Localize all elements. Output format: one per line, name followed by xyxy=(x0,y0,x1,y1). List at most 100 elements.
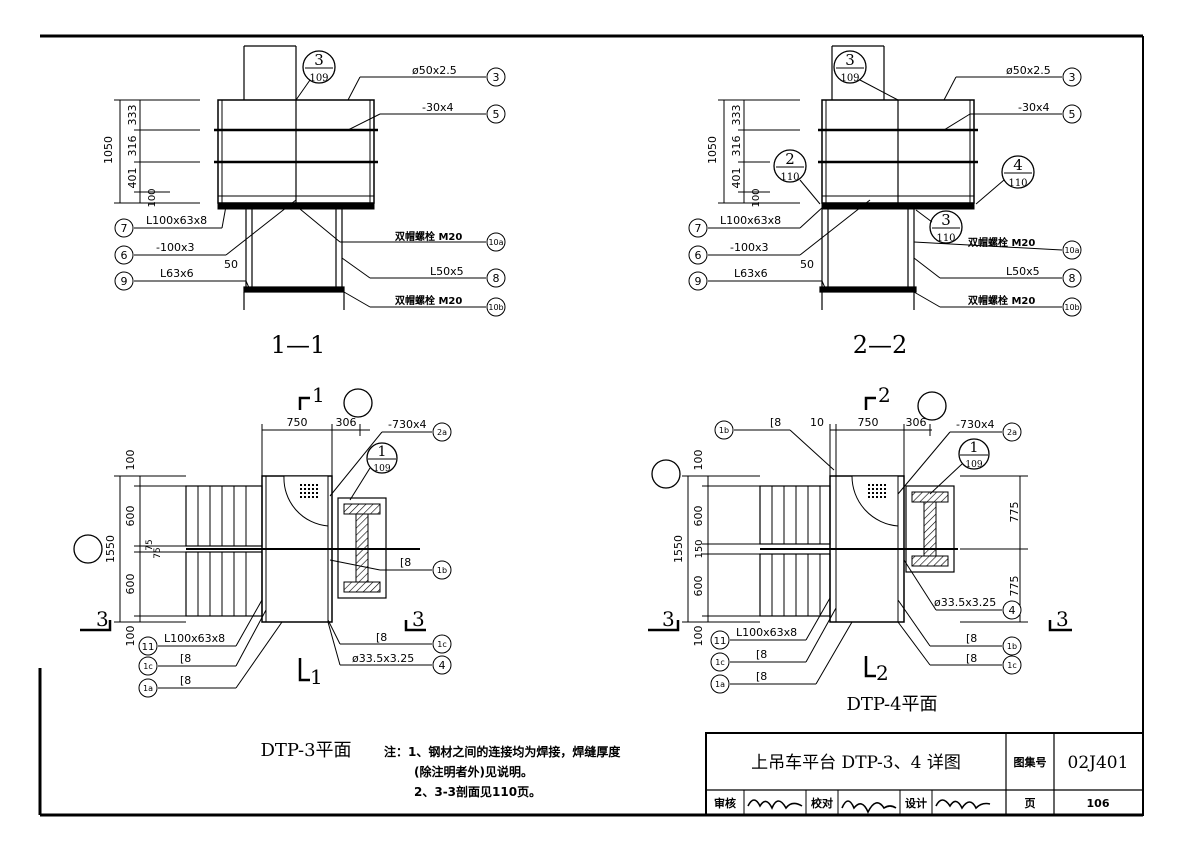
dim-4: 100 xyxy=(147,188,158,207)
callout-channel: [8 xyxy=(376,631,387,644)
callout-plate: -730x4 xyxy=(388,418,426,431)
dim-4: 100 xyxy=(751,188,762,207)
dim-total: 1550 xyxy=(104,535,117,563)
ref-page: 109 xyxy=(309,73,328,84)
tag-icon: 10a xyxy=(488,238,503,247)
signature-icon xyxy=(747,799,803,810)
dim-v: 100 xyxy=(692,626,705,647)
tag-icon: 10a xyxy=(1064,246,1079,255)
section-title: 2—2 xyxy=(853,331,908,359)
callout-channel: [8 xyxy=(400,556,411,569)
callout-pipe: ø33.5x3.25 xyxy=(934,596,996,609)
cut-label: 3 xyxy=(1056,607,1069,631)
callout-angle: L100x63x8 xyxy=(736,626,797,639)
signature-icon xyxy=(841,800,897,814)
note-line: 注：1、钢材之间的连接均为焊接，焊缝厚度 xyxy=(384,744,621,759)
tag-icon: 8 xyxy=(1069,272,1076,285)
plan-dtp-3: 1 1 3 3 xyxy=(73,383,452,761)
callout-channel: [8 xyxy=(770,416,781,429)
ref-number: 1 xyxy=(378,444,387,460)
dim-total: 1050 xyxy=(102,136,115,164)
tag-icon: 10b xyxy=(488,303,503,312)
section-title: 1—1 xyxy=(271,331,326,359)
note-line: 2、3-3剖面见110页。 xyxy=(414,784,541,799)
callout-bolt-b: 双帽螺栓 M20 xyxy=(968,294,1035,307)
callout-left-plate: -100x3 xyxy=(156,241,194,254)
signature-icon xyxy=(935,799,991,810)
dim-1: 333 xyxy=(126,105,139,126)
tag-icon: 1c xyxy=(1007,661,1017,670)
callout-left-angle: L100x63x8 xyxy=(146,214,207,227)
cut-label: 3 xyxy=(96,607,109,631)
callout-channel: [8 xyxy=(180,674,191,687)
ref-page: 110 xyxy=(1008,178,1027,189)
dim-r: 775 xyxy=(1008,576,1021,597)
review-label: 审核 xyxy=(714,796,736,810)
dim-2: 316 xyxy=(730,136,743,157)
notes: 注：1、钢材之间的连接均为焊接，焊缝厚度 (除注明者外)见说明。 2、3-3剖面… xyxy=(384,744,621,799)
detail-ref-icon xyxy=(1001,155,1035,189)
callout-bar: -30x4 xyxy=(1018,101,1049,114)
tag-icon: 2a xyxy=(1007,428,1017,437)
tag-icon: 4 xyxy=(1009,604,1016,617)
detail-ref-icon xyxy=(833,50,867,84)
tag-icon: 7 xyxy=(695,222,702,235)
callout-pipe: ø33.5x3.25 xyxy=(352,652,414,665)
dim-v: 100 xyxy=(692,450,705,471)
callout-channel: [8 xyxy=(180,652,191,665)
dim-3: 401 xyxy=(730,168,743,189)
tag-icon: 1c xyxy=(715,658,725,667)
dim-v: 100 xyxy=(124,626,137,647)
cut-label: 2 xyxy=(878,383,891,407)
dim-total: 1550 xyxy=(672,535,685,563)
ref-number: 3 xyxy=(314,51,324,69)
tag-icon: 8 xyxy=(493,272,500,285)
dim-h: 306 xyxy=(906,416,927,429)
page-number: 106 xyxy=(1087,797,1110,810)
tag-icon: 9 xyxy=(121,275,128,288)
tag-icon: 3 xyxy=(493,71,500,84)
dim-3: 401 xyxy=(126,168,139,189)
dim-2: 316 xyxy=(126,136,139,157)
tag-icon: 1b xyxy=(1007,642,1017,651)
atlas-number: 02J401 xyxy=(1068,753,1129,773)
dim-50: 50 xyxy=(800,258,814,271)
ref-page: 110 xyxy=(780,172,799,183)
detail-ref-icon xyxy=(773,149,807,183)
cut-label: 1 xyxy=(310,665,323,689)
dim-v: 150 xyxy=(694,539,705,558)
dim-50: 50 xyxy=(224,258,238,271)
tag-icon: 9 xyxy=(695,275,702,288)
ref-number: 2 xyxy=(785,150,795,168)
callout-channel: [8 xyxy=(966,632,977,645)
dim-v: 75 xyxy=(145,539,155,550)
cut-label: 1 xyxy=(312,383,325,407)
tag-icon: 1a xyxy=(715,680,725,689)
note-line: (除注明者外)见说明。 xyxy=(414,764,533,779)
callout-angle: L50x5 xyxy=(1006,265,1040,278)
callout-angle: L50x5 xyxy=(430,265,464,278)
cut-label: 3 xyxy=(662,607,675,631)
dim-h: 750 xyxy=(858,416,879,429)
callout-channel: [8 xyxy=(756,648,767,661)
cut-label: 3 xyxy=(412,607,425,631)
callout-pipe: ø50x2.5 xyxy=(1006,64,1051,77)
callout-left-angle2: L63x6 xyxy=(734,267,768,280)
ref-page: 109 xyxy=(965,460,982,470)
plan-title: DTP-4平面 xyxy=(846,694,937,715)
dim-v: 600 xyxy=(124,574,137,595)
tag-icon: 7 xyxy=(121,222,128,235)
dim-v: 600 xyxy=(124,506,137,527)
detail-ref-icon xyxy=(302,50,336,84)
tag-icon: 1b xyxy=(437,566,447,575)
tag-icon: 5 xyxy=(493,108,500,121)
tag-icon: 3 xyxy=(1069,71,1076,84)
callout-channel: [8 xyxy=(966,652,977,665)
detail-ref-icon xyxy=(929,210,963,244)
tag-icon: 5 xyxy=(1069,108,1076,121)
design-label: 设计 xyxy=(905,796,927,810)
drawing-title: 上吊车平台 DTP-3、4 详图 xyxy=(751,753,961,773)
dim-h: 750 xyxy=(287,416,308,429)
tag-icon: 11 xyxy=(714,636,727,647)
